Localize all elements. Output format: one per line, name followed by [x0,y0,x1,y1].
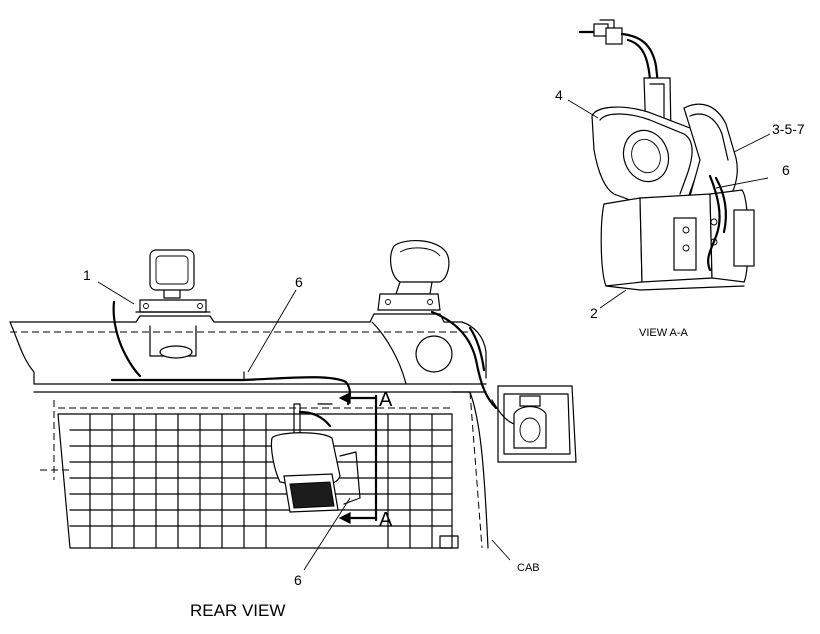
callout-2: 2 [590,305,598,321]
cab-label: CAB [517,562,540,574]
callout-1: 1 [83,267,91,283]
rear-view: A A 1 6 6 CAB REAR VIEW [9,240,577,620]
cab-roof [9,313,487,393]
side-lamp-box [497,385,577,463]
section-label-a-top: A [379,389,393,411]
callout-6-rear-top: 6 [295,274,303,290]
callout-6-rear-bottom: 6 [294,572,302,588]
view-aa-detail: 4 3-5-7 6 2 VIEW A-A [555,19,805,339]
callout-4: 4 [555,87,563,103]
roof-lamp-right [377,240,450,311]
callout-6-detail: 6 [782,162,790,178]
cab-pillar [439,391,489,549]
view-aa-caption: VIEW A-A [639,327,689,339]
roof-lamp-left [135,249,211,313]
wire-connector [578,19,660,86]
rear-work-lamp [270,403,361,513]
section-label-a-bottom: A [379,509,393,531]
section-cut-line: A A [338,389,393,531]
rear-view-caption: REAR VIEW [190,601,285,620]
wire-harness-detail [707,174,727,272]
base-housing [600,189,755,291]
work-lamp [591,106,702,210]
wire-harness-rear [110,300,515,425]
callout-3-5-7: 3-5-7 [772,121,805,137]
